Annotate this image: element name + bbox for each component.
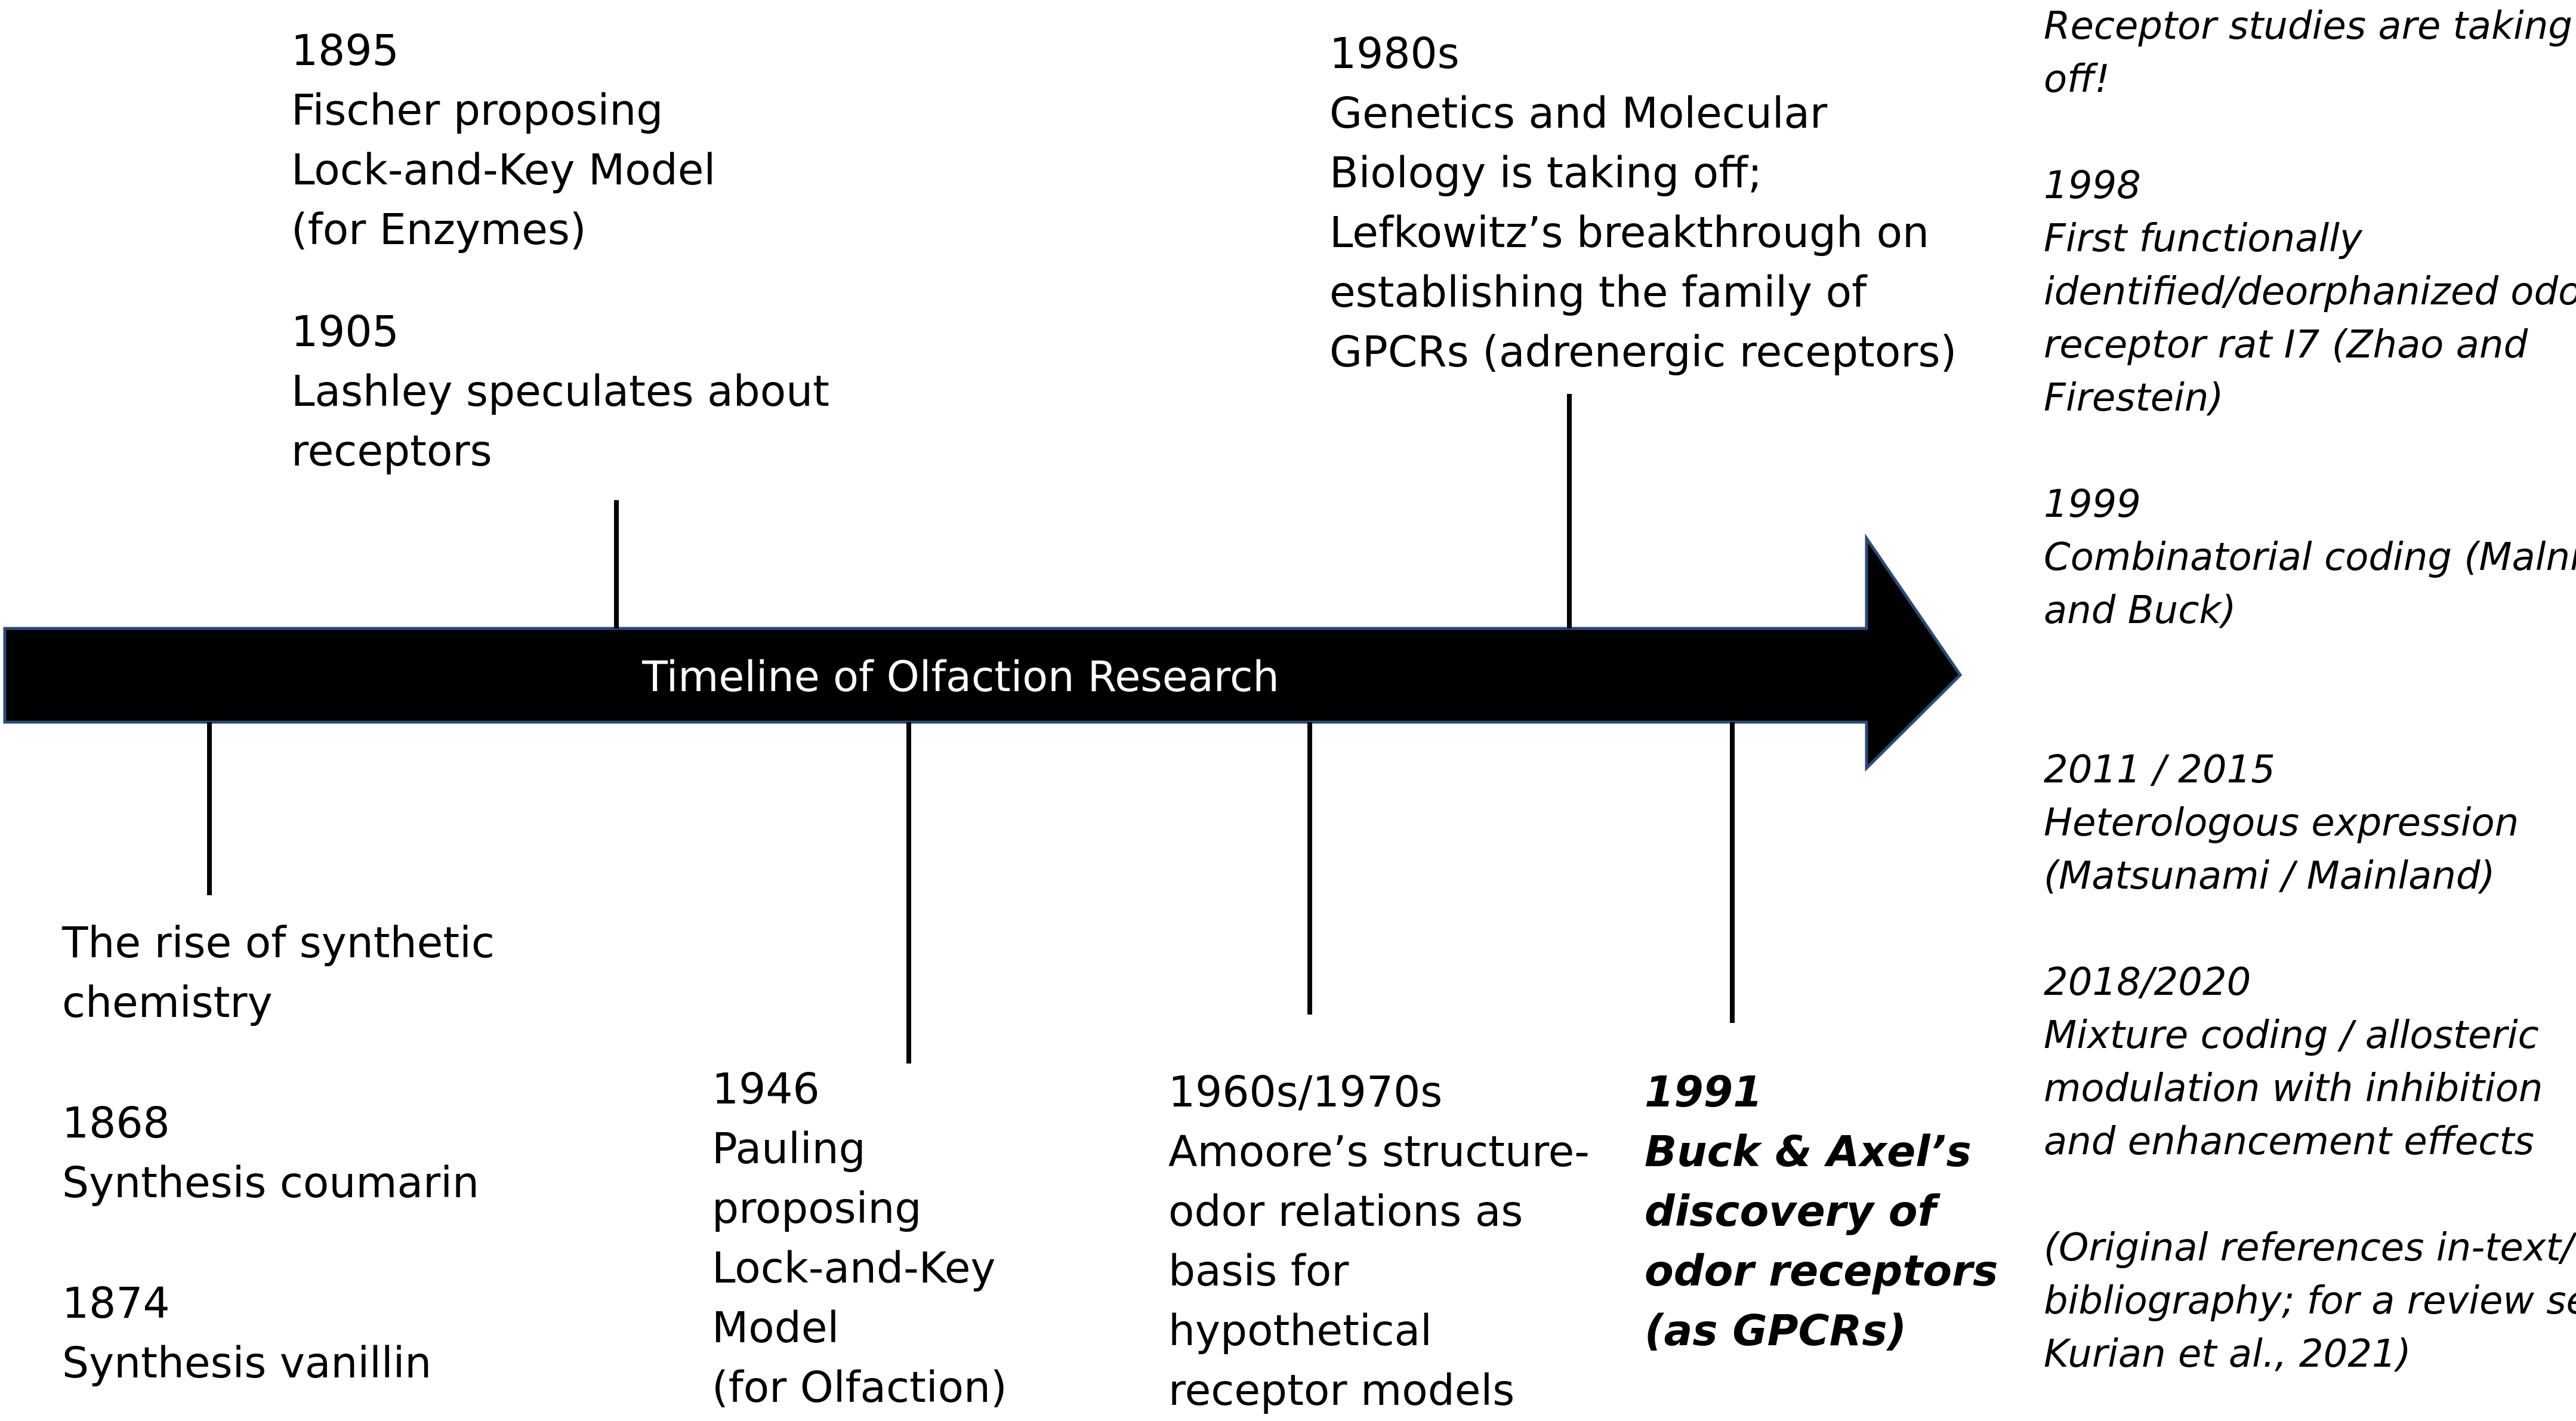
event-1960s-line: Amoore’s structure- [1168,1127,1590,1176]
recent-developments-column: Receptor studies are taking off! 1998 Fi… [2044,0,2576,1381]
event-1980s-line: establishing the family of [1329,267,1867,317]
event-1998-line: identified/deorphanized odor [2044,270,2576,314]
event-1998-line: First functionally [2044,217,2362,261]
event-1905-line: receptors [291,426,492,476]
event-1980s: 1980s Genetics and Molecular Biology is … [1329,24,1957,382]
year-2011-2015: 2011 / 2015 [2044,748,2275,792]
references-line: (Original references in-text/ [2044,1226,2574,1270]
year-1980s: 1980s [1329,29,1460,78]
event-1874-text: Synthesis vanillin [62,1338,432,1388]
event-1895-line: (for Enzymes) [291,205,587,254]
year-1868: 1868 [62,1098,170,1148]
event-1980s-line: GPCRs (adrenergic receptors) [1329,327,1957,377]
intro-line: Receptor studies are taking [2044,4,2572,48]
event-1980s-line: Genetics and Molecular [1329,88,1828,138]
event-1998-line: Firestein) [2044,376,2224,420]
event-1946-line: Lock-and-Key [712,1243,996,1293]
event-1868-text: Synthesis coumarin [62,1158,479,1207]
event-synthetic-chemistry: The rise of synthetic chemistry 1868 Syn… [62,913,495,1393]
event-1946-line: Model [712,1303,840,1352]
year-1998: 1998 [2044,164,2141,208]
event-1960s-line: receptor models [1168,1365,1515,1415]
event-1991-line: (as GPCRs) [1645,1306,1907,1355]
event-1998-line: receptor rat I7 (Zhao and [2044,323,2528,367]
event-1946-line: (for Olfaction) [712,1363,1007,1412]
event-2018-line: modulation with inhibition [2044,1066,2543,1111]
event-2011-line: Heterologous expression [2044,801,2519,845]
references-line: Kurian et al., 2021) [2044,1332,2411,1376]
event-1991: 1991 Buck & Axel’s discovery of odor rec… [1645,1062,1998,1361]
event-2011-line: (Matsunami / Mainland) [2044,854,2495,898]
event-1999-line: Combinatorial coding (Malnic [2044,535,2576,580]
event-1991-line: discovery of [1645,1186,1936,1236]
year-1895: 1895 [291,26,399,75]
event-1895-line: Lock-and-Key Model [291,145,716,195]
year-1874: 1874 [62,1278,170,1328]
event-1946-line: proposing [712,1183,922,1233]
event-1905-line: Lashley speculates about [291,366,829,416]
rise-line: The rise of synthetic [62,918,495,967]
event-1960s-line: basis for [1168,1246,1349,1296]
year-1999: 1999 [2044,482,2141,526]
event-1980s-line: Lefkowitz’s breakthrough on [1329,208,1930,257]
event-1999-line: and Buck) [2044,588,2236,633]
event-1946: 1946 Pauling proposing Lock-and-Key Mode… [712,1059,1007,1417]
event-1960s-1970s: 1960s/1970s Amoore’s structure- odor rel… [1168,1062,1590,1420]
event-1895-1905: 1895 Fischer proposing Lock-and-Key Mode… [291,21,829,481]
event-1960s-line: hypothetical [1168,1306,1432,1355]
event-1980s-line: Biology is taking off; [1329,148,1763,198]
rise-line: chemistry [62,978,273,1027]
event-1991-line: odor receptors [1645,1246,1998,1296]
event-1895-line: Fischer proposing [291,85,664,135]
intro-line: off! [2044,57,2110,101]
event-2018-line: Mixture coding / allosteric [2044,1013,2539,1058]
year-1991: 1991 [1645,1067,1763,1117]
event-2018-line: and enhancement effects [2044,1120,2534,1164]
year-1905: 1905 [291,307,399,356]
event-1991-line: Buck & Axel’s [1645,1127,1972,1176]
references-line: bibliography; for a review see [2044,1279,2576,1323]
year-1946: 1946 [712,1064,820,1114]
event-1946-line: Pauling [712,1124,866,1173]
timeline-arrow [3,533,1963,772]
year-1960s-1970s: 1960s/1970s [1168,1067,1443,1117]
timeline-title: Timeline of Olfaction Research [641,652,1279,701]
event-1960s-line: odor relations as [1168,1186,1523,1236]
year-2018-2020: 2018/2020 [2044,960,2251,1004]
